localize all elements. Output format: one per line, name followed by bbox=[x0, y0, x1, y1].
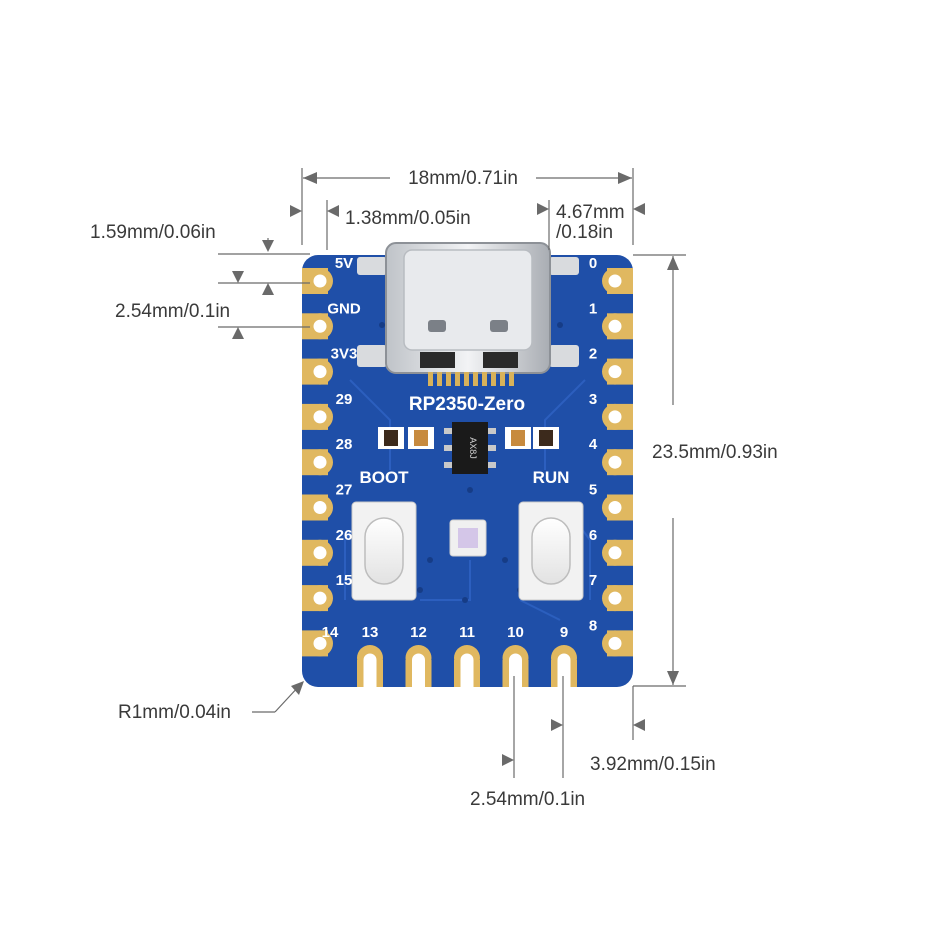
right-pin-labels: 0 1 2 3 4 5 6 7 8 bbox=[589, 255, 598, 634]
pin-label-bottom-2: 11 bbox=[459, 624, 475, 641]
pad-left-1 bbox=[302, 313, 333, 340]
pad-right-8 bbox=[602, 630, 633, 657]
pad-right-0 bbox=[602, 268, 633, 294]
board-name-label: RP2350-Zero bbox=[409, 394, 525, 415]
pin-label-left-3: 29 bbox=[336, 391, 353, 408]
pad-right-2 bbox=[602, 358, 633, 385]
dim-pin-pitch-bottom: 2.54mm/0.1in bbox=[470, 789, 585, 810]
pin-label-left-2: 3V3 bbox=[331, 346, 358, 363]
pad-right-3 bbox=[602, 403, 633, 430]
boot-button[interactable] bbox=[351, 501, 417, 601]
pin-label-right-3: 3 bbox=[589, 391, 597, 408]
pin-label-right-8: 8 bbox=[589, 617, 597, 634]
regulator-chip: AX8J bbox=[444, 422, 496, 474]
pad-left-0 bbox=[302, 268, 333, 294]
pin-label-right-4: 4 bbox=[589, 436, 598, 453]
pad-left-6 bbox=[302, 539, 333, 566]
bottom-castellated-pads bbox=[357, 645, 577, 687]
pad-bottom-4 bbox=[551, 645, 577, 687]
pin-label-bottom-1: 12 bbox=[410, 624, 427, 641]
pad-right-4 bbox=[602, 449, 633, 476]
pin-label-right-7: 7 bbox=[589, 572, 597, 589]
chip-marking: AX8J bbox=[468, 437, 478, 459]
dim-width: 18mm/0.71in bbox=[408, 168, 518, 189]
pad-bottom-2 bbox=[454, 645, 480, 687]
pin-label-bottom-4: 9 bbox=[560, 624, 568, 641]
right-castellated-pads bbox=[602, 268, 633, 657]
dim-usb-offset: 1.38mm/0.05in bbox=[345, 208, 471, 229]
pin-label-left-8: 14 bbox=[322, 624, 339, 641]
pin-label-left-5: 27 bbox=[336, 482, 353, 499]
pin-label-left-1: GND bbox=[327, 300, 361, 317]
pad-left-4 bbox=[302, 449, 333, 476]
pad-bottom-3 bbox=[502, 645, 529, 687]
dim-corner-radius: R1mm/0.04in bbox=[118, 702, 231, 723]
dim-height: 23.5mm/0.93in bbox=[652, 442, 778, 463]
pin-label-left-7: 15 bbox=[336, 572, 353, 589]
pin-label-left-6: 26 bbox=[336, 527, 353, 544]
dimension-lines bbox=[218, 168, 686, 778]
pin-label-left-0: 5V bbox=[335, 255, 353, 272]
pad-left-7 bbox=[302, 585, 333, 612]
dim-pin-pitch-left: 2.54mm/0.1in bbox=[115, 301, 230, 322]
left-castellated-pads bbox=[302, 268, 333, 657]
pad-left-2 bbox=[302, 358, 333, 385]
pad-right-7 bbox=[602, 585, 633, 612]
rgb-led bbox=[449, 519, 487, 557]
pin-label-left-4: 28 bbox=[336, 436, 353, 453]
bottom-pin-labels: 13 12 11 10 9 bbox=[362, 624, 569, 641]
left-pin-labels: 5V GND 3V3 29 28 27 26 15 14 bbox=[322, 255, 361, 641]
pad-right-5 bbox=[602, 494, 633, 521]
pin-label-right-1: 1 bbox=[589, 300, 597, 317]
pad-bottom-1 bbox=[405, 645, 432, 687]
dim-right-offset-line1: 4.67mm bbox=[556, 202, 625, 223]
pad-right-1 bbox=[602, 313, 633, 340]
pin-label-bottom-0: 13 bbox=[362, 624, 379, 641]
pin-label-bottom-3: 10 bbox=[507, 624, 524, 641]
pin-label-right-2: 2 bbox=[589, 346, 597, 363]
pad-left-3 bbox=[302, 403, 333, 430]
run-label: RUN bbox=[533, 468, 570, 487]
pin-label-right-5: 5 bbox=[589, 482, 597, 499]
dim-right-offset-line2: /0.18in bbox=[556, 222, 613, 243]
pad-right-6 bbox=[602, 539, 633, 566]
dim-bottom-offset: 3.92mm/0.15in bbox=[590, 754, 716, 775]
dim-edge-offset: 1.59mm/0.06in bbox=[90, 222, 216, 243]
pad-bottom-0 bbox=[357, 645, 383, 687]
usb-c-connector bbox=[357, 242, 579, 386]
pad-left-5 bbox=[302, 494, 333, 521]
pin-label-right-0: 0 bbox=[589, 255, 597, 272]
pad-left-8 bbox=[302, 630, 333, 657]
passive-components bbox=[378, 427, 559, 449]
run-button[interactable] bbox=[518, 501, 584, 601]
pin-label-right-6: 6 bbox=[589, 527, 597, 544]
boot-label: BOOT bbox=[359, 468, 409, 487]
